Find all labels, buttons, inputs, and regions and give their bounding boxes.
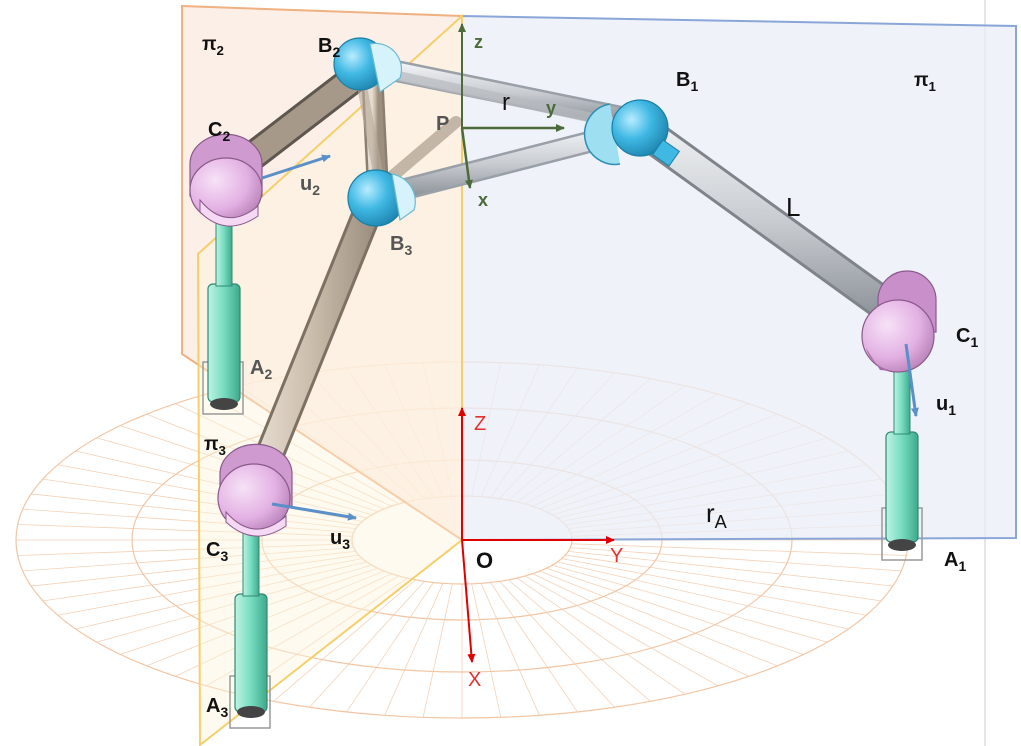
base-grid-spoke bbox=[205, 393, 400, 505]
label-B2: B2 bbox=[318, 35, 340, 60]
label-pi3: π3 bbox=[204, 434, 226, 458]
label-u2: u2 bbox=[300, 173, 320, 198]
base-grid-spoke bbox=[42, 478, 359, 526]
label-moving-y: y bbox=[546, 98, 556, 118]
label-C2: C2 bbox=[208, 119, 230, 144]
label-C1: C1 bbox=[956, 325, 978, 350]
ball-joint-B3 bbox=[347, 169, 416, 227]
housing-joint-C2 bbox=[189, 133, 263, 227]
actuator-3-foot bbox=[237, 706, 265, 718]
actuator-2-cylinder bbox=[207, 283, 241, 403]
base-grid-spoke bbox=[561, 558, 867, 616]
label-u3: u3 bbox=[330, 527, 350, 552]
base-axis-x bbox=[461, 539, 476, 663]
label-A3: A3 bbox=[206, 695, 228, 720]
base-grid-spoke bbox=[346, 582, 434, 713]
base-grid-spoke bbox=[57, 558, 363, 616]
vector-u1 bbox=[904, 343, 919, 417]
moving-frame-axes bbox=[458, 23, 565, 189]
label-A1: A1 bbox=[944, 549, 966, 574]
base-grid-spoke bbox=[546, 567, 804, 655]
base-grid-spoke bbox=[31, 493, 356, 530]
label-r: r bbox=[502, 89, 510, 116]
base-grid-spoke bbox=[480, 583, 540, 716]
base-grid-spoke bbox=[422, 583, 453, 718]
label-A2: A2 bbox=[250, 357, 272, 382]
base-grid-spoke bbox=[273, 579, 416, 702]
label-C3: C3 bbox=[206, 539, 228, 564]
base-grid-spoke bbox=[499, 581, 615, 708]
base-grid-spoke bbox=[565, 554, 882, 602]
base-grid-spoke bbox=[571, 543, 907, 556]
actuator-leg-3 bbox=[229, 523, 271, 729]
label-B3: B3 bbox=[390, 233, 412, 258]
housing-joint-C1 bbox=[861, 270, 937, 373]
base-grid-spoke bbox=[309, 581, 425, 708]
base-grid-spoke bbox=[557, 561, 849, 630]
base-grid-spoke bbox=[532, 573, 749, 677]
base-grid-spoke bbox=[524, 575, 719, 687]
base-frame-axes bbox=[458, 407, 615, 663]
base-grid-spoke bbox=[22, 547, 354, 572]
ball-joint-B1 bbox=[583, 99, 681, 167]
base-grid-spoke bbox=[539, 570, 778, 667]
actuator-2-foot bbox=[210, 398, 238, 410]
actuator-leg-1 bbox=[881, 361, 923, 561]
actuator-1-foot bbox=[888, 539, 916, 551]
base-grid-spoke bbox=[17, 524, 353, 537]
base-grid-spoke bbox=[75, 561, 367, 630]
actuator-1-cylinder bbox=[885, 431, 919, 543]
base-grid-spoke bbox=[175, 573, 392, 677]
actuator-leg-2 bbox=[202, 213, 244, 415]
label-pi2: π2 bbox=[202, 34, 224, 58]
base-grid-spoke bbox=[22, 508, 354, 533]
base-grid-spoke bbox=[42, 554, 359, 602]
base-grid-spoke bbox=[508, 579, 651, 702]
base-grid-spoke bbox=[31, 550, 356, 587]
link-L3-highlight bbox=[244, 184, 386, 500]
actuator-1-rod bbox=[893, 361, 911, 435]
base-grid-spoke bbox=[384, 583, 444, 716]
label-moving-x: x bbox=[478, 190, 488, 210]
platform-center-B1 bbox=[375, 67, 625, 129]
base-grid-spoke bbox=[490, 582, 578, 713]
base-grid-spoke bbox=[17, 543, 353, 556]
base-grid-spoke bbox=[551, 564, 828, 643]
label-rA: rA bbox=[706, 498, 728, 532]
vector-u2 bbox=[261, 154, 331, 180]
vector-u3 bbox=[271, 502, 357, 521]
label-base-O: O bbox=[476, 548, 493, 573]
link-L1-highlight bbox=[626, 114, 914, 330]
label-base-Y: Y bbox=[610, 545, 623, 567]
label-pi1: π1 bbox=[914, 70, 937, 94]
label-u1: u1 bbox=[936, 393, 956, 418]
housing-joint-C3 bbox=[217, 443, 293, 537]
base-grid-spoke bbox=[516, 577, 686, 695]
label-B1: B1 bbox=[676, 69, 698, 94]
label-L: L bbox=[786, 192, 800, 222]
actuator-3-cylinder bbox=[234, 593, 268, 713]
base-grid-spoke bbox=[471, 583, 502, 718]
ball-joint-B2 bbox=[333, 37, 403, 94]
label-base-X: X bbox=[468, 669, 481, 691]
base-grid-spoke bbox=[96, 564, 373, 643]
platform-P-B3 bbox=[382, 116, 462, 186]
label-base-Z: Z bbox=[474, 413, 486, 435]
base-grid-spoke bbox=[570, 547, 902, 572]
base-grid-spoke bbox=[568, 550, 893, 587]
label-moving-z: z bbox=[474, 32, 483, 52]
platform-center-B3 bbox=[357, 81, 385, 189]
label-P: P bbox=[436, 113, 449, 135]
moving-axis-x bbox=[460, 127, 473, 189]
